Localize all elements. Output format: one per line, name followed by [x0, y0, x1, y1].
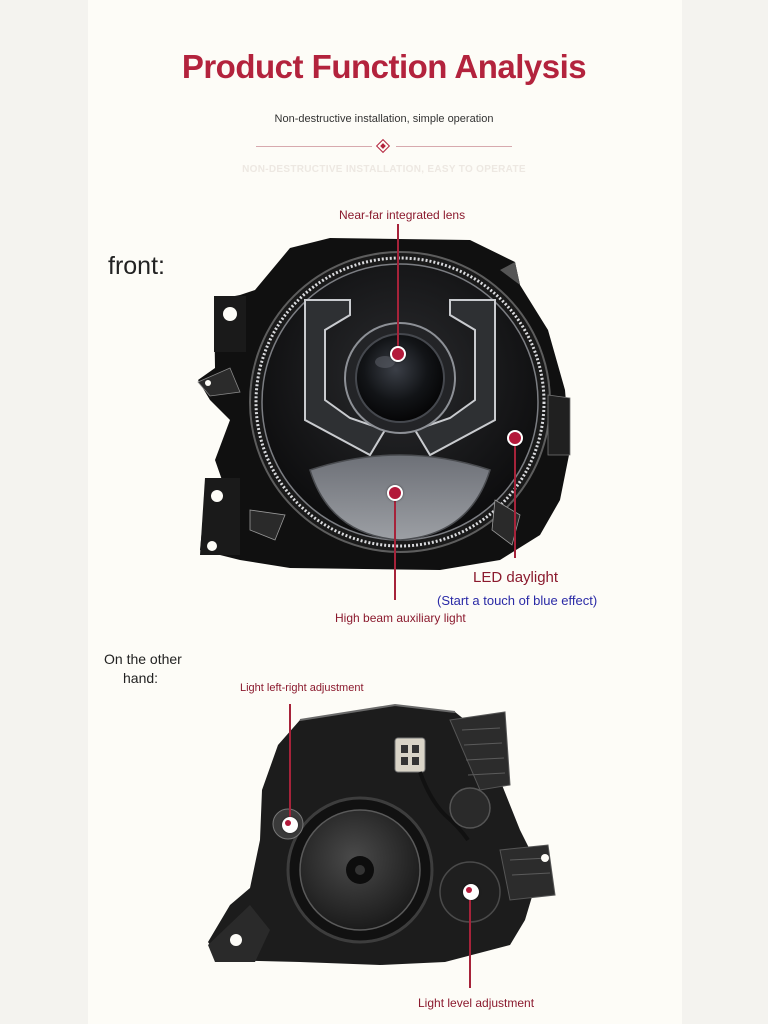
- back-view-heading-line1: On the other: [104, 651, 182, 667]
- callout-led-line: [514, 436, 516, 558]
- front-view-heading: front:: [108, 252, 165, 280]
- page-subtitle-english: NON-DESTRUCTIVE INSTALLATION, EASY TO OP…: [242, 164, 526, 175]
- callout-lens-marker: [390, 346, 406, 362]
- callout-high-beam-marker: [387, 485, 403, 501]
- callout-left-right-line: [289, 704, 291, 822]
- callout-left-right-label: Light left-right adjustment: [240, 682, 364, 694]
- callout-level-marker-core: [466, 887, 472, 893]
- callout-high-beam-line: [394, 492, 396, 600]
- page-title: Product Function Analysis: [181, 48, 587, 85]
- callout-lens-label: Near-far integrated lens: [339, 208, 466, 222]
- back-view-heading: On the other hand:: [104, 650, 182, 688]
- callout-led-note: (Start a touch of blue effect): [437, 593, 598, 608]
- callout-level-label: Light level adjustment: [418, 996, 535, 1010]
- page-subtitle: Non-destructive installation, simple ope…: [274, 113, 494, 125]
- callout-lens-line: [397, 224, 399, 352]
- back-view-heading-line2: hand:: [123, 670, 159, 686]
- callout-high-beam-label: High beam auxiliary light: [335, 611, 466, 625]
- callout-led-label: LED daylight: [473, 569, 559, 586]
- callout-level-line: [469, 900, 471, 988]
- title-divider: [256, 138, 512, 154]
- callout-left-right-marker-core: [285, 820, 291, 826]
- callout-led-marker: [507, 430, 523, 446]
